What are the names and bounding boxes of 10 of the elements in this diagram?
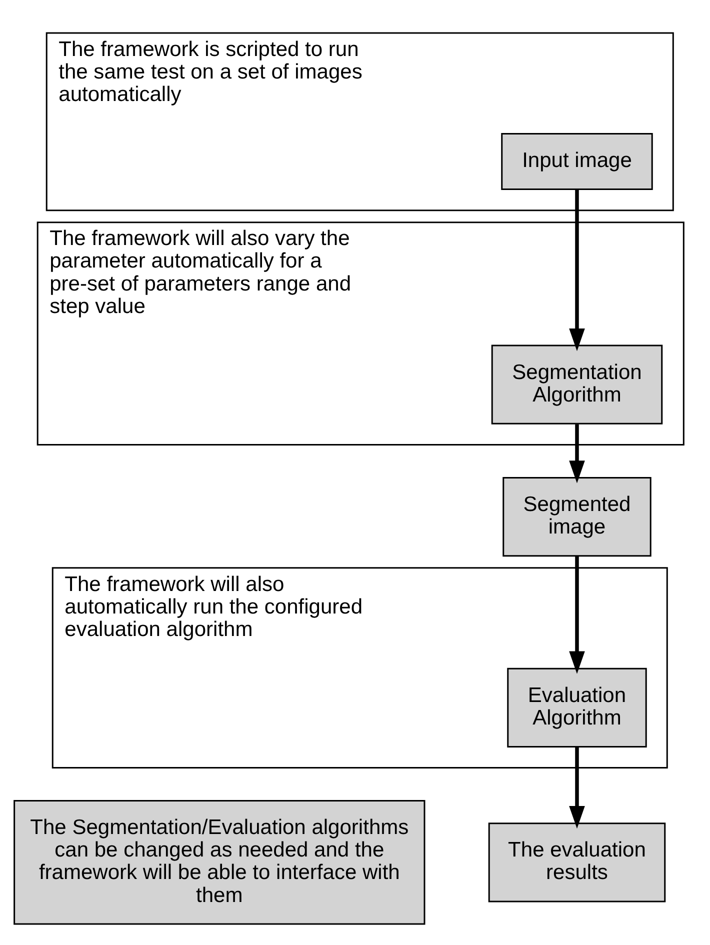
node-box: The evaluation results	[488, 822, 666, 902]
arrow	[569, 747, 585, 829]
arrow	[569, 556, 585, 674]
arrow	[569, 424, 585, 484]
node-box: Segmented image	[502, 477, 652, 557]
node-box: The Segmentation/Evaluation algorithms can be changed as needed and the framework will be able to interface with them	[14, 800, 426, 925]
node-box: Evaluation Algorithm	[507, 668, 647, 748]
arrow	[569, 190, 585, 352]
node-box: Input image	[501, 132, 653, 190]
node-box: Segmentation Algorithm	[491, 344, 663, 424]
